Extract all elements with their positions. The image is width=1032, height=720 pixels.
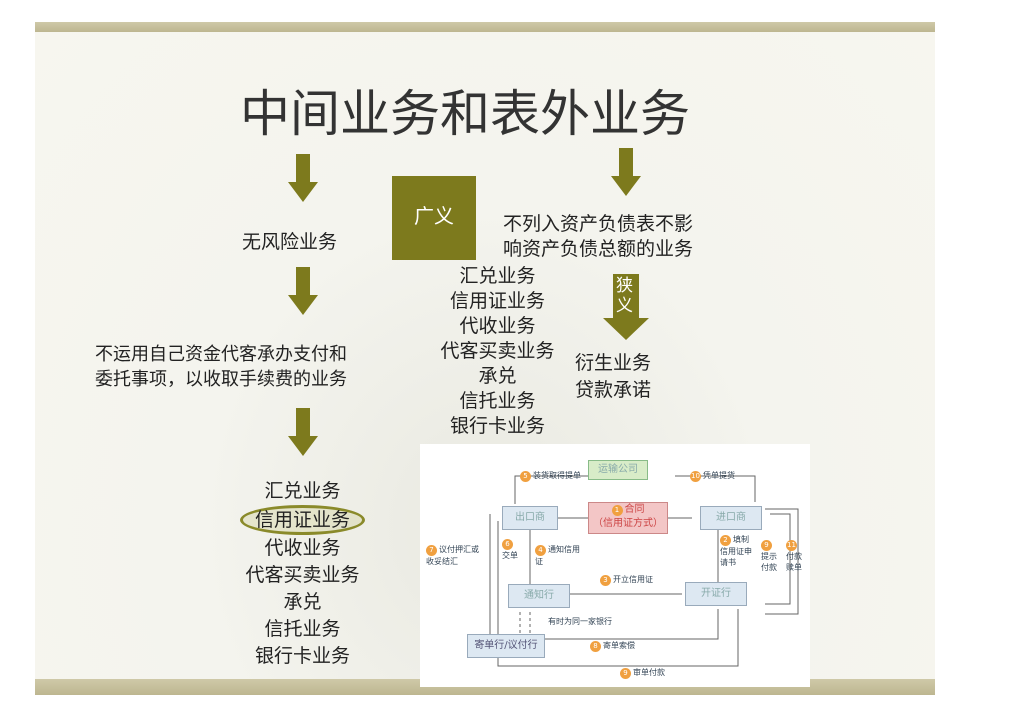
arrow-down-icon [288,408,318,458]
right-definition: 不列入资产负债表不影 响资产负债总额的业务 [503,212,693,262]
list-item: 承兑 [478,365,517,387]
list-item: 贷款承诺 [575,379,652,401]
definition-line: 委托事项，以收取手续费的业务 [95,369,347,390]
step-label: 9提示付款 [761,540,777,572]
arrow-down-icon [611,148,641,198]
list-item: 信托业务 [459,390,536,412]
top-band [35,22,935,32]
diagram-arrows [489,475,799,667]
list-item: 代客买卖业务 [245,564,360,586]
list-item: 汇兑业务 [459,265,536,287]
left-items: 汇兑业务 信用证业务 代收业务 代客买卖业务 承兑 信托业务 银行卡业务 [225,478,380,670]
box-exporter: 出口商 [502,506,558,530]
slide: 中间业务和表外业务 无风险业务 不运用自己资金代客承办支付和 委托事项，以收取手… [35,22,935,695]
list-item: 信用证业务 [449,290,545,312]
right-items: 衍生业务 贷款承诺 [575,350,675,404]
slide-title: 中间业务和表外业务 [240,85,690,143]
list-item: 信托业务 [264,618,341,640]
left-definition: 不运用自己资金代客承办支付和 委托事项，以收取手续费的业务 [95,342,347,392]
step-label: 6交单 [502,539,518,560]
list-item: 代收业务 [459,315,536,337]
list-item: 汇兑业务 [264,480,341,502]
list-item: 银行卡业务 [449,415,545,437]
contract-sub-label: （信用证方式） [593,518,663,529]
list-item: 银行卡业务 [254,645,350,667]
list-item: 衍生业务 [575,352,652,374]
definition-line: 响资产负债总额的业务 [503,238,694,260]
arrow-down-icon [288,154,318,204]
same-bank-note: 有时为同一家银行 [548,617,612,626]
narrow-arrow: 狭义 [603,274,649,342]
center-items: 汇兑业务 信用证业务 代收业务 代客买卖业务 承兑 信托业务 银行卡业务 [430,264,565,439]
list-item-highlighted: 信用证业务 [239,505,365,535]
list-item: 承兑 [283,591,322,613]
broad-label-box: 广义 [392,176,476,260]
box-advising-bank: 通知行 [508,584,570,608]
box-issuing-bank: 开证行 [685,582,747,606]
list-item: 代客买卖业务 [440,340,555,362]
box-importer: 进口商 [700,506,762,530]
contract-label: 合同 [624,504,645,515]
box-transport: 运输公司 [588,460,648,480]
step-label: 11付款赎单 [786,540,802,572]
definition-line: 不列入资产负债表不影 [503,213,694,235]
narrow-label: 狭义 [616,276,633,316]
risk-free-label: 无风险业务 [242,231,338,253]
definition-line: 不运用自己资金代客承办支付和 [95,344,347,365]
box-negotiating-bank: 寄单行/议付行 [467,634,545,658]
arrow-down-icon [288,267,318,317]
list-item: 代收业务 [264,537,341,559]
